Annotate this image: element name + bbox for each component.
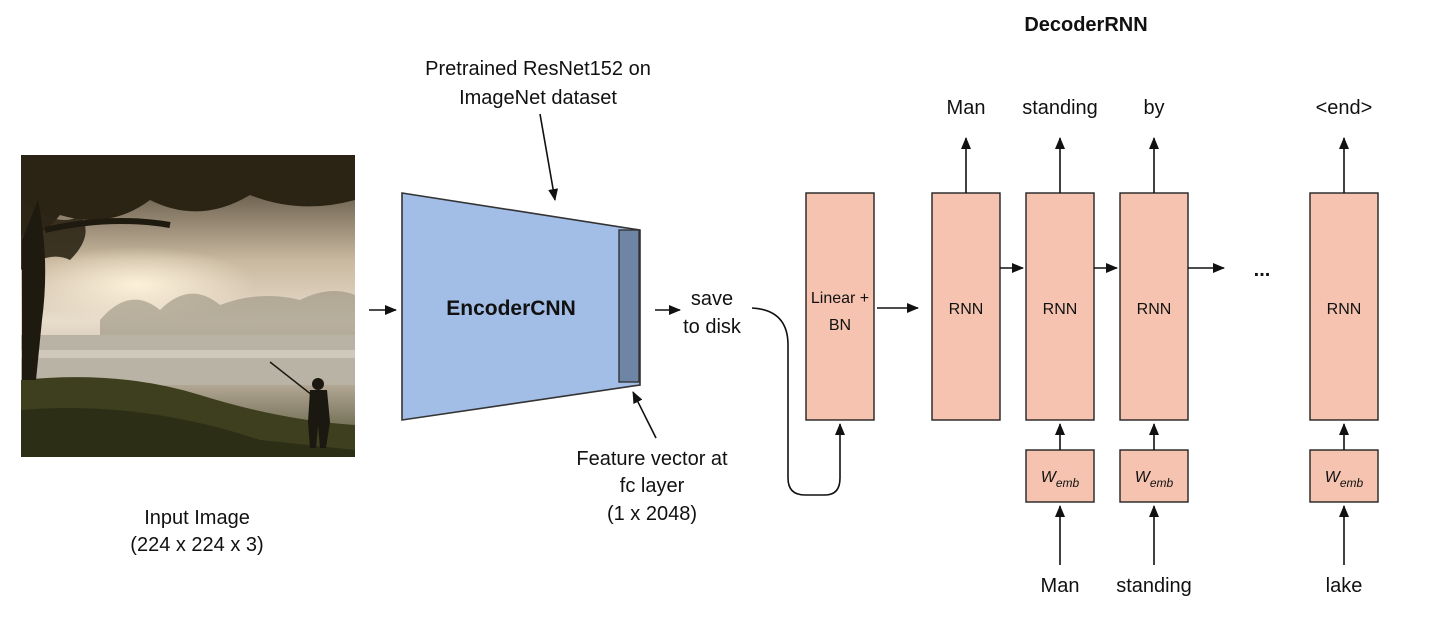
save-label-line1: save: [691, 288, 733, 310]
arrow-pretrained-note: [539, 113, 559, 201]
pretrained-label-line2: ImageNet dataset: [459, 87, 617, 109]
arrow-save-to-linear: [751, 307, 845, 496]
linear-label-line2: BN: [829, 317, 851, 334]
rnn-cell-1: [931, 192, 1001, 421]
encoder-label: EncoderCNN: [446, 297, 576, 320]
wemb-label-2: Wemb: [1135, 469, 1174, 490]
feature-vector-bar: [618, 229, 640, 383]
rnn-cell-last-label: RNN: [1327, 301, 1362, 318]
wemb-label-last: Wemb: [1325, 469, 1364, 490]
rnn-cell-2-label: RNN: [1043, 301, 1078, 318]
input-image-size: (224 x 224 x 3): [130, 534, 263, 556]
feature-label-line1: Feature vector at: [576, 448, 728, 470]
output-word-1: Man: [947, 97, 986, 119]
input-image: [21, 155, 355, 457]
input-word-1: Man: [1041, 575, 1080, 597]
linear-label-line1: Linear +: [811, 290, 869, 307]
wemb-block-2: [1119, 449, 1189, 503]
feature-label-line3: (1 x 2048): [607, 503, 697, 525]
feature-label-line2: fc layer: [620, 475, 685, 497]
rnn-cell-1-label: RNN: [949, 301, 984, 318]
output-word-end: <end>: [1316, 97, 1373, 119]
pretrained-label-line1: Pretrained ResNet152 on: [425, 58, 651, 80]
fisherman-figure: [269, 361, 330, 448]
rnn-cell-last: [1309, 192, 1379, 421]
encoder-cnn-block: [401, 192, 641, 421]
input-word-2: standing: [1116, 575, 1192, 597]
wemb-label-1: Wemb: [1041, 469, 1080, 490]
linear-bn-block: [805, 192, 875, 421]
decoder-title: DecoderRNN: [1024, 14, 1147, 36]
output-word-2: standing: [1022, 97, 1098, 119]
output-word-3: by: [1143, 97, 1164, 119]
input-word-last: lake: [1326, 575, 1363, 597]
rnn-cell-3-label: RNN: [1137, 301, 1172, 318]
input-image-label: Input Image: [144, 507, 250, 529]
ellipsis: ...: [1254, 259, 1271, 281]
wemb-block-1: [1025, 449, 1095, 503]
save-label-line2: to disk: [683, 316, 742, 338]
arrow-feature-note: [632, 391, 657, 439]
rnn-cell-2: [1025, 192, 1095, 421]
wemb-block-last: [1309, 449, 1379, 503]
